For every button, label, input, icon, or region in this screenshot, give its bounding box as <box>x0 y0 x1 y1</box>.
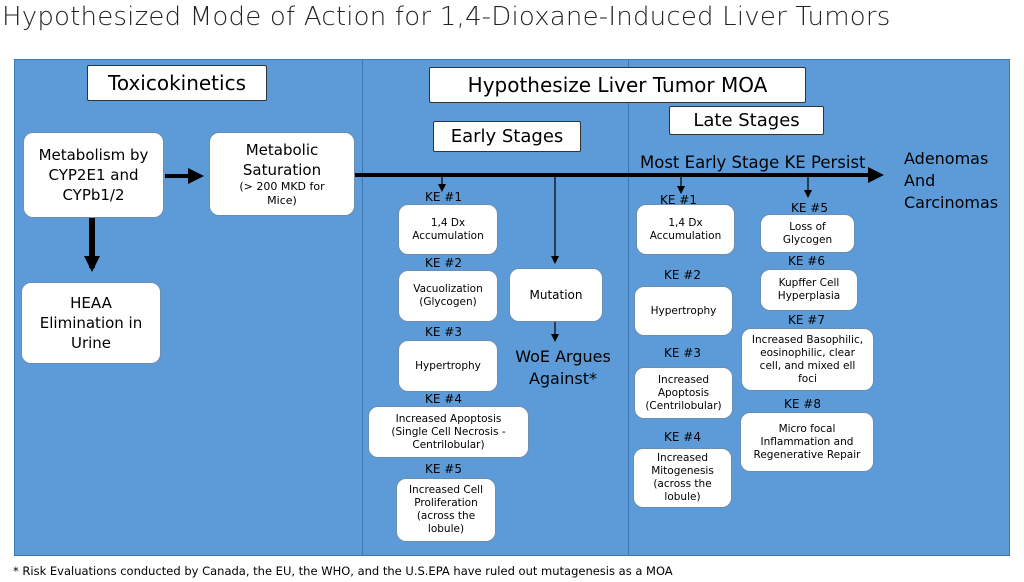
late-ke-box: 1,4 Dx Accumulation <box>636 204 735 255</box>
late-ke-box: Increased Mitogenesis (across the lobule… <box>633 448 732 508</box>
late-ke-label: KE #1 <box>660 193 697 207</box>
footnote: * Risk Evaluations conducted by Canada, … <box>13 564 673 578</box>
late-ke-label: KE #7 <box>788 313 825 327</box>
early-ke-label: KE #1 <box>425 190 462 204</box>
outcome-label: Adenomas And Carcinomas <box>904 149 999 212</box>
late-stages-header: Late Stages <box>669 106 824 135</box>
late-ke-label: KE #6 <box>788 254 825 268</box>
early-ke-label: KE #3 <box>425 325 462 339</box>
early-ke-box: Hypertrophy <box>398 340 498 392</box>
late-ke-label: KE #3 <box>664 346 701 360</box>
early-stages-header: Early Stages <box>433 121 581 152</box>
toxicokinetics-header: Toxicokinetics <box>87 65 267 101</box>
late-ke-label: KE #5 <box>791 201 828 215</box>
late-ke-box: Increased Apoptosis (Centrilobular) <box>634 367 733 419</box>
persist-label: Most Early Stage KE Persist <box>640 153 866 172</box>
saturation-box: Metabolic Saturation (> 200 MKD for Mice… <box>209 132 355 216</box>
late-ke-label: KE #4 <box>664 430 701 444</box>
saturation-title: Metabolic Saturation <box>242 141 322 179</box>
early-ke-label: KE #5 <box>425 462 462 476</box>
late-ke-label: KE #2 <box>664 268 701 282</box>
moa-header: Hypothesize Liver Tumor MOA <box>429 67 806 103</box>
elimination-box: HEAA Elimination in Urine <box>21 282 161 364</box>
late-ke-label: KE #8 <box>784 397 821 411</box>
late-ke-box: Micro focal Inflammation and Regenerativ… <box>740 412 874 472</box>
late-ke-box: Hypertrophy <box>634 286 733 336</box>
early-ke-box: Increased Apoptosis (Single Cell Necrosi… <box>368 406 529 458</box>
mutation-box: Mutation <box>509 268 603 322</box>
metabolism-box: Metabolism by CYP2E1 and CYPb1/2 <box>23 132 164 218</box>
late-ke-box: Kupffer Cell Hyperplasia <box>760 269 858 311</box>
early-ke-box: Increased Cell Proliferation (across the… <box>396 478 496 542</box>
early-ke-label: KE #4 <box>425 392 462 406</box>
woe-label: WoE Argues Against* <box>515 347 611 388</box>
early-ke-label: KE #2 <box>425 256 462 270</box>
saturation-note: (> 200 MKD for Mice) <box>239 180 325 207</box>
early-ke-box: 1,4 Dx Accumulation <box>398 204 498 255</box>
page-title: Hypothesized Mode of Action for 1,4-Diox… <box>2 2 891 32</box>
early-ke-box: Vacuolization (Glycogen) <box>398 270 498 322</box>
late-ke-box: Loss of Glycogen <box>760 214 855 253</box>
late-ke-box: Increased Basophilic, eosinophilic, clea… <box>741 328 874 391</box>
